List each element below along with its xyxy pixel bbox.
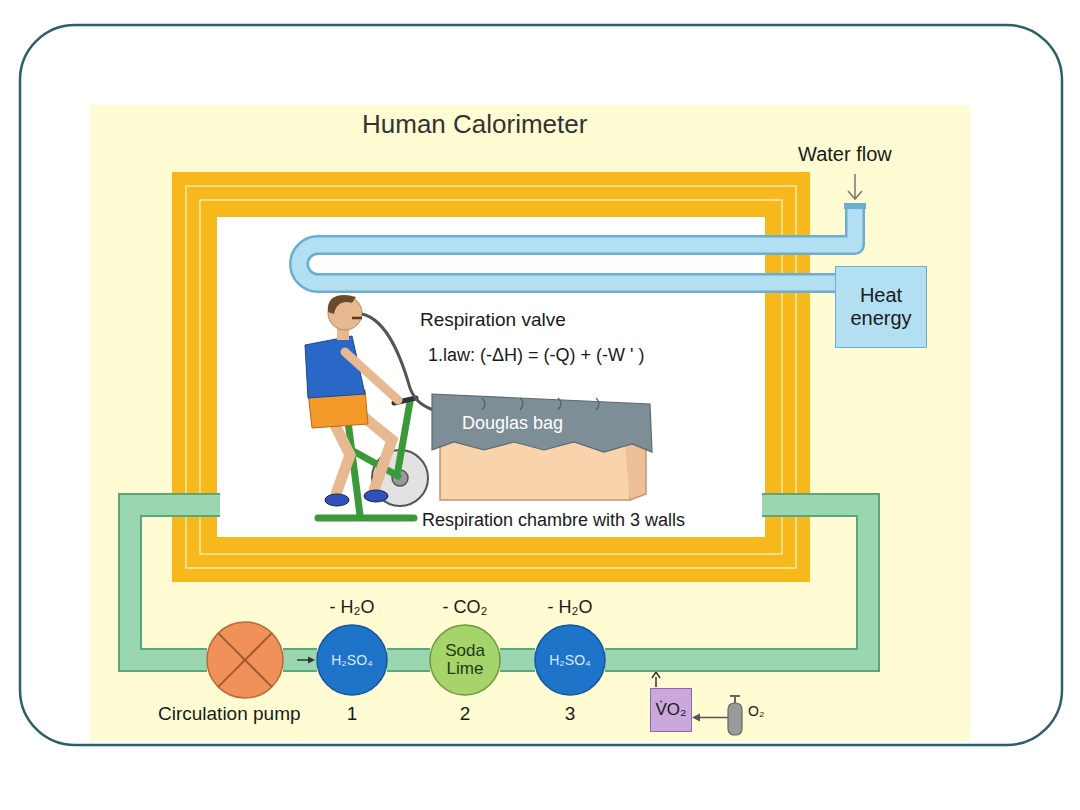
douglas-bag-shape	[432, 390, 652, 502]
cyclist-figure	[305, 295, 428, 518]
arrow-head	[848, 191, 862, 199]
vessel-circle	[317, 625, 387, 695]
pump-circle	[207, 622, 283, 698]
absorber-vessel: - H₂O H₂SO₄ 3	[522, 597, 618, 727]
gas-tube	[130, 505, 207, 660]
heat-energy-box: Heat energy	[835, 266, 927, 348]
respiration-chamber: Respiration chambre with 3 walls Douglas …	[172, 172, 810, 582]
pump-cross	[218, 633, 271, 686]
pipe-outline	[810, 273, 835, 293]
annotation-label: Respiration valve	[420, 309, 566, 331]
panel-ground	[90, 105, 970, 741]
moustache	[352, 317, 362, 320]
outer-wall	[172, 172, 810, 582]
pump-label: Circulation pump	[158, 703, 301, 725]
chamber-walls	[172, 172, 810, 582]
tube-fill	[500, 650, 535, 670]
front-post	[398, 402, 410, 470]
callout-number: 3	[522, 703, 618, 725]
pipe-outline	[299, 207, 855, 283]
callout-number: 2	[417, 703, 513, 725]
removed-substance-label: - H₂O	[522, 597, 618, 618]
tube-fill	[130, 505, 207, 660]
cloth-fold	[596, 398, 599, 410]
arrow-shaft	[655, 677, 657, 687]
removed-substance-label: - CO₂	[417, 597, 513, 618]
pipe-fill	[299, 208, 855, 283]
tube-outline	[500, 648, 535, 672]
tube-fill	[283, 650, 317, 670]
tube-outline	[130, 505, 207, 660]
bag-label: Douglas bag	[462, 413, 563, 434]
absorbent-label: H₂SO₄	[538, 653, 602, 668]
absorbent-label: Soda Lime	[433, 642, 497, 678]
cloth-fold	[520, 398, 523, 410]
gas-tube	[283, 657, 317, 664]
arrow-head	[308, 657, 315, 664]
tube-outline	[387, 648, 430, 672]
bag-cloth	[432, 394, 652, 452]
box-label: V̇O₂	[655, 700, 686, 720]
circulation-pump: Circulation pump	[158, 597, 318, 727]
diagram-title: Human Calorimeter	[362, 110, 587, 140]
water-pipe-connector	[810, 283, 835, 284]
box-label: Heat energy	[840, 284, 922, 330]
absorber-vessel: - H₂O H₂SO₄ 1	[304, 597, 400, 727]
chamber-label: Respiration chambre with 3 walls	[420, 510, 687, 531]
gas-line	[692, 714, 728, 722]
cylinder-valve	[730, 695, 740, 697]
pipe-fill	[810, 276, 835, 291]
tube-fill	[387, 650, 430, 670]
absorber-vessel: - CO₂ Soda Lime 2	[417, 597, 513, 727]
callout-number: 1	[304, 703, 400, 725]
vessel-circle	[535, 625, 605, 695]
oxygen-cylinder: O₂	[724, 693, 774, 737]
arm	[345, 352, 398, 400]
slide-frame	[20, 25, 1062, 745]
cylinder-body	[728, 703, 742, 735]
absorbent-label: H₂SO₄	[320, 653, 384, 668]
arrow-head	[692, 714, 700, 722]
removed-substance-label: - H₂O	[304, 597, 400, 618]
hair	[328, 295, 356, 314]
gas-tube	[387, 660, 430, 661]
shoe	[364, 490, 388, 502]
tube-outline	[283, 648, 317, 672]
frame-base	[318, 515, 414, 522]
tube-wall-pass	[762, 495, 814, 515]
water-pipe	[299, 203, 866, 283]
arrow-head	[652, 672, 660, 678]
tube-wall-pass	[168, 493, 220, 517]
douglas-bag: Douglas bag	[432, 390, 652, 502]
cloth-fold	[482, 398, 485, 410]
connector-line	[698, 717, 728, 719]
gas-tube	[500, 660, 535, 661]
annotation-label: Water flow	[798, 143, 892, 166]
gas-label: O₂	[748, 703, 764, 719]
pump-cross	[218, 633, 271, 686]
cloth-fold	[558, 398, 561, 410]
pipe-inlet	[844, 203, 866, 209]
oxygen-inflow-arrow	[652, 672, 660, 687]
shoe	[325, 494, 349, 506]
vessel-circle	[430, 625, 500, 695]
tube-wall-pass	[762, 493, 814, 517]
tube-wall-pass	[168, 495, 220, 515]
water-flow-arrow	[848, 174, 862, 199]
oxygen-meter-box: V̇O₂	[650, 688, 692, 732]
arrow-shaft	[854, 174, 856, 199]
annotation-label: 1.law: (-ΔH) = (-Q) + (-W ' )	[428, 345, 644, 366]
breathing-hose	[362, 314, 440, 412]
